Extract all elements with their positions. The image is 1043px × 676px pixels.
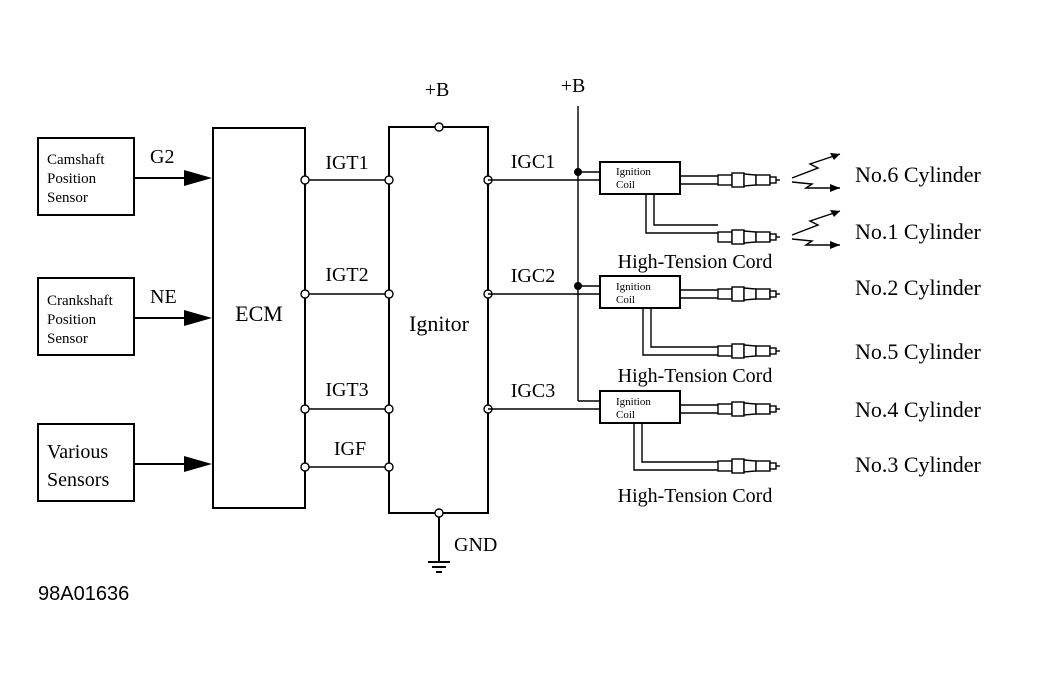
igf-label: IGF: [334, 438, 366, 460]
igc1-label: IGC1: [511, 151, 555, 173]
ignition-coil-3: Ignition Coil: [599, 390, 681, 424]
crankshaft-label-3: Sensor: [47, 331, 88, 347]
plug-cylinder-5-icon: [717, 343, 781, 359]
ignition-coil-1: Ignition Coil: [599, 161, 681, 195]
plug-cylinder-1-icon: [717, 229, 781, 245]
coil-1-label-1: Ignition: [616, 166, 651, 178]
cylinder-label-4: No.4 Cylinder: [855, 397, 982, 422]
plug-cylinder-3-icon: [717, 458, 781, 474]
spark-icon: [791, 153, 841, 249]
igt2-label: IGT2: [325, 264, 368, 286]
ecm-label: ECM: [235, 301, 283, 326]
various-label-2: Sensors: [47, 469, 109, 491]
cords: [633, 175, 718, 471]
ignitor-box: [388, 126, 489, 514]
cylinder-label-3: No.3 Cylinder: [855, 452, 982, 477]
coil-2-label-2: Coil: [616, 294, 635, 306]
plug-cylinder-4-icon: [717, 401, 781, 417]
various-arrow-icon: [184, 456, 212, 472]
coil-power-label: +B: [561, 75, 586, 97]
igt1-label: IGT1: [325, 152, 368, 174]
plug-cylinder-6-icon: [717, 172, 781, 188]
ignition-coil-2: Ignition Coil: [599, 275, 681, 309]
igc2-label: IGC2: [511, 265, 555, 287]
cord-label-1: High-Tension Cord: [618, 251, 773, 273]
cylinder-label-5: No.5 Cylinder: [855, 339, 982, 364]
plug-cylinder-2-icon: [717, 286, 781, 302]
terminals: [300, 122, 493, 518]
g2-label: G2: [150, 146, 174, 168]
camshaft-sensor-box: [37, 137, 135, 216]
ground-label: GND: [454, 534, 497, 556]
cord-label-3: High-Tension Cord: [618, 485, 773, 507]
cord-label-2: High-Tension Cord: [618, 365, 773, 387]
g2-arrow-icon: [184, 170, 212, 186]
crankshaft-sensor-box: [37, 277, 135, 356]
cylinder-label-2: No.2 Cylinder: [855, 275, 982, 300]
ignitor-label: Ignitor: [409, 311, 470, 336]
ignitor-power-label: +B: [425, 79, 450, 101]
camshaft-label-1: Camshaft: [47, 152, 105, 168]
cylinder-label-6: No.6 Cylinder: [855, 162, 982, 187]
camshaft-label-2: Position: [47, 171, 97, 187]
figure-code: 98A01636: [38, 583, 129, 605]
coil-1-label-2: Coil: [616, 179, 635, 191]
various-label-1: Various: [47, 441, 108, 463]
ecm-box: [212, 127, 306, 509]
various-sensors-box: [37, 423, 135, 502]
cylinder-label-1: No.1 Cylinder: [855, 219, 982, 244]
coil-2-label-1: Ignition: [616, 281, 651, 293]
crankshaft-label-2: Position: [47, 312, 97, 328]
camshaft-label-3: Sensor: [47, 190, 88, 206]
igc3-label: IGC3: [511, 380, 555, 402]
coil-3-label-1: Ignition: [616, 396, 651, 408]
coil-3-label-2: Coil: [616, 409, 635, 421]
ne-label: NE: [150, 286, 177, 308]
crankshaft-label-1: Crankshaft: [47, 293, 114, 309]
igt3-label: IGT3: [325, 379, 368, 401]
ne-arrow-icon: [184, 310, 212, 326]
